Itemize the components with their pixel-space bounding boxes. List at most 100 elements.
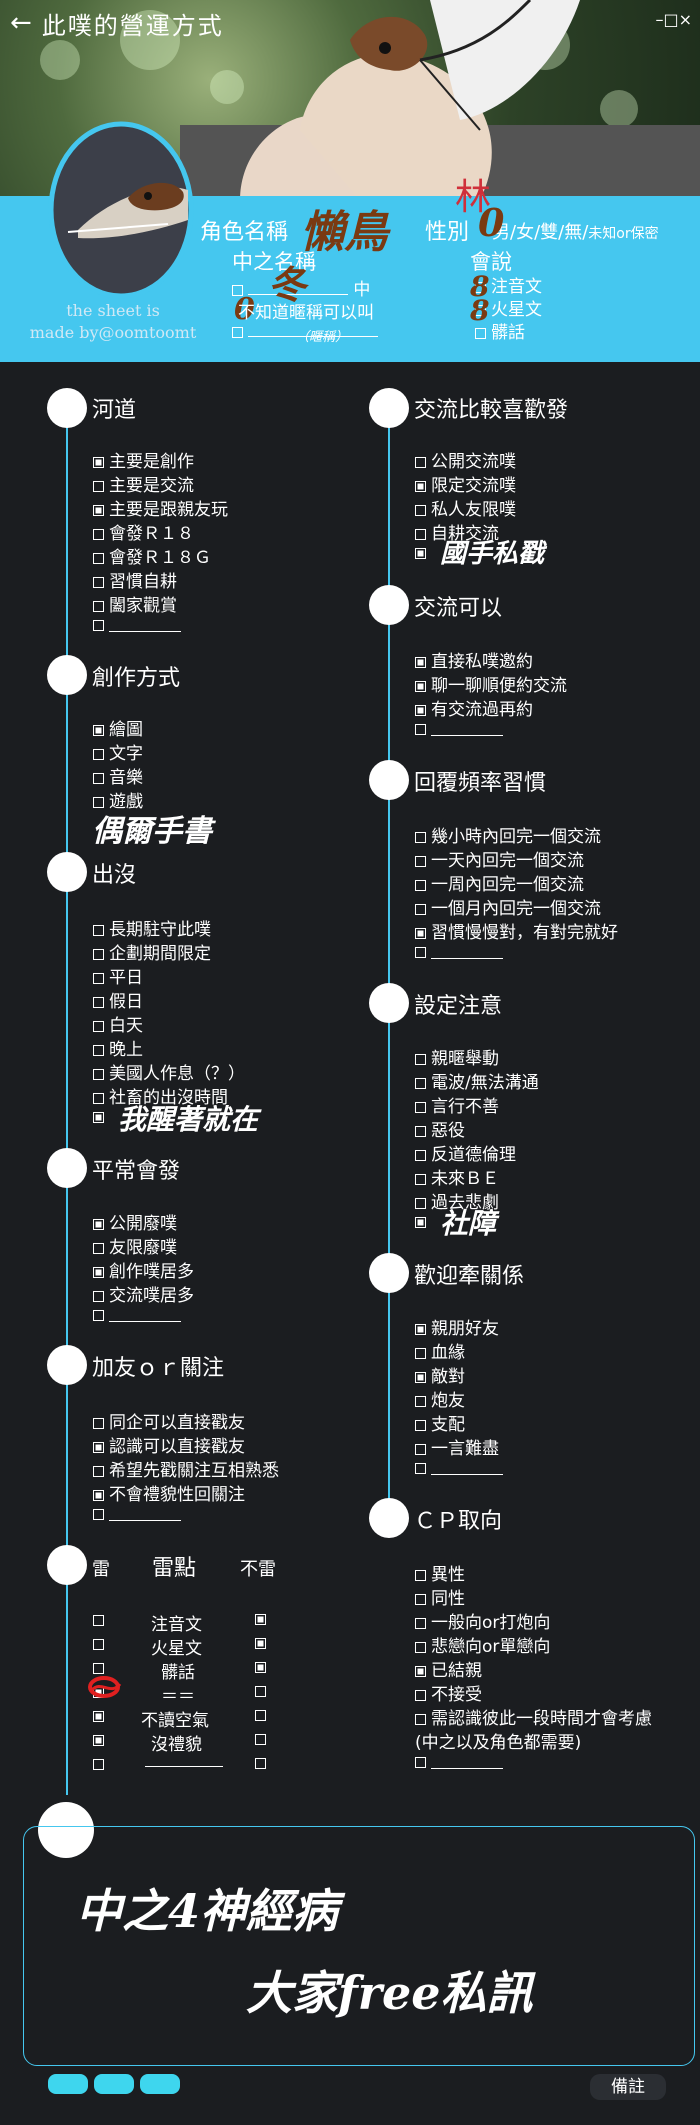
presence-handwritten: 我醒著就在: [118, 1103, 259, 1136]
presence-item[interactable]: 晚上: [93, 1035, 143, 1060]
setting-notes-item-blank[interactable]: [415, 1212, 431, 1232]
section-title-triggers: 雷: [92, 1559, 110, 1580]
cp-item[interactable]: 不接受: [415, 1680, 482, 1705]
presence-item[interactable]: 美國人作息（？）: [93, 1059, 245, 1084]
reply-item[interactable]: 一天內回完一個交流: [415, 846, 584, 871]
creation-item[interactable]: 音樂: [93, 763, 143, 788]
notes-box[interactable]: 中之4神經病 大家free私訊: [23, 1826, 695, 2066]
cp-item-blank[interactable]: [415, 1752, 503, 1772]
section-title-creation: 創作方式: [92, 666, 181, 691]
presence-item[interactable]: 平日: [93, 963, 143, 988]
relations-item[interactable]: 敵對: [415, 1362, 465, 1387]
reply-item-blank[interactable]: [415, 942, 503, 962]
speaks-list[interactable]: 注音文 火星文 髒話: [475, 276, 542, 345]
back-arrow-icon[interactable]: ←: [10, 8, 32, 38]
follow-item[interactable]: 不會禮貌性回關注: [93, 1480, 245, 1505]
page-indicator[interactable]: [94, 2074, 134, 2094]
remark-button[interactable]: 備註: [590, 2074, 666, 2100]
section-dot: [47, 852, 87, 892]
presence-item[interactable]: 企劃期間限定: [93, 939, 211, 964]
presence-item[interactable]: 假日: [93, 987, 143, 1012]
notes-dot: [38, 1802, 94, 1858]
rivers-item-blank[interactable]: [93, 615, 181, 635]
creation-item[interactable]: 繪圖: [93, 715, 143, 740]
exchange-pref-item[interactable]: 私人友限噗: [415, 495, 516, 520]
exchange-pref-item-blank[interactable]: [415, 543, 431, 563]
cp-item[interactable]: 悲戀向or單戀向: [415, 1632, 550, 1657]
presence-item[interactable]: 社畜的出沒時間: [93, 1083, 228, 1108]
setting-notes-item[interactable]: 惡役: [415, 1116, 465, 1141]
reply-item[interactable]: 一周內回完一個交流: [415, 870, 584, 895]
usual-posts-item-blank[interactable]: [93, 1305, 181, 1325]
rivers-item[interactable]: 會發Ｒ１８: [93, 519, 194, 544]
cp-item[interactable]: 已結親: [415, 1656, 482, 1681]
nickname-mark: 0: [234, 292, 255, 327]
avatar: [48, 121, 194, 299]
setting-notes-item[interactable]: 親暱舉動: [415, 1044, 499, 1069]
reply-item[interactable]: 習慣慢慢對，有對完就好: [415, 918, 618, 943]
exchange-pref-item[interactable]: 公開交流噗: [415, 447, 516, 472]
nickname-input-row[interactable]: 中: [232, 275, 370, 300]
trigger-row-blank[interactable]: [93, 1754, 273, 1774]
trigger-row[interactable]: 沒禮貌: [93, 1730, 273, 1755]
exchange-pref-item[interactable]: 自耕交流: [415, 519, 499, 544]
section-dot: [369, 1498, 409, 1538]
usual-posts-item[interactable]: 公開廢噗: [93, 1209, 177, 1234]
exchange-ok-item[interactable]: 直接私噗邀約: [415, 647, 533, 672]
creation-item[interactable]: 遊戲: [93, 787, 143, 812]
sparrow-illustration: [180, 0, 700, 200]
setting-notes-item[interactable]: 未來ＢＥ: [415, 1164, 499, 1189]
setting-notes-item[interactable]: 過去悲劇: [415, 1188, 499, 1213]
exchange-ok-item[interactable]: 有交流過再約: [415, 695, 533, 720]
rivers-item[interactable]: 主要是跟親友玩: [93, 495, 228, 520]
speaks-mark-1: 8: [470, 270, 490, 303]
relations-item[interactable]: 支配: [415, 1410, 465, 1435]
exchange-ok-item-blank[interactable]: [415, 719, 503, 739]
usual-posts-item[interactable]: 交流噗居多: [93, 1281, 194, 1306]
rivers-item[interactable]: 闔家觀賞: [93, 591, 177, 616]
follow-item[interactable]: 同企可以直接戳友: [93, 1408, 245, 1433]
presence-item[interactable]: 長期駐守此噗: [93, 915, 211, 940]
follow-item[interactable]: 希望先戳關注互相熟悉: [93, 1456, 279, 1481]
cp-item[interactable]: 異性: [415, 1560, 465, 1585]
trigger-row[interactable]: 注音文: [93, 1610, 273, 1635]
rivers-item[interactable]: 習慣自耕: [93, 567, 177, 592]
follow-item[interactable]: 認識可以直接戳友: [93, 1432, 245, 1457]
presence-item-blank[interactable]: [93, 1107, 109, 1127]
relations-item[interactable]: 一言難盡: [415, 1434, 499, 1459]
page-indicator[interactable]: [48, 2074, 88, 2094]
setting-notes-item[interactable]: 電波/無法溝通: [415, 1068, 539, 1093]
cp-item[interactable]: 一般向or打炮向: [415, 1608, 550, 1633]
usual-posts-item[interactable]: 創作噗居多: [93, 1257, 194, 1282]
relations-item[interactable]: 血緣: [415, 1338, 465, 1363]
setting-notes-item[interactable]: 反道德倫理: [415, 1140, 516, 1165]
exchange-pref-handwritten: 國手私戳: [440, 539, 545, 569]
window-controls[interactable]: –□×: [655, 10, 692, 29]
nickname-option-unknown[interactable]: 不知道暱稱可以叫: [238, 303, 374, 323]
follow-item-blank[interactable]: [93, 1504, 181, 1524]
creation-item[interactable]: 文字: [93, 739, 143, 764]
relations-item-blank[interactable]: [415, 1458, 503, 1478]
cp-item[interactable]: 需認識彼此一段時間才會考慮: [415, 1704, 652, 1729]
rivers-item[interactable]: 主要是交流: [93, 471, 194, 496]
page-indicator[interactable]: [140, 2074, 180, 2094]
trigger-row[interactable]: 火星文: [93, 1634, 273, 1659]
section-dot: [47, 1345, 87, 1385]
presence-item[interactable]: 白天: [93, 1011, 143, 1036]
gender-options[interactable]: 男/女/雙/無/未知or保密: [492, 222, 659, 243]
rivers-item[interactable]: 會發Ｒ１８Ｇ: [93, 543, 211, 568]
role-name-stamp: 林: [455, 177, 492, 218]
exchange-pref-item[interactable]: 限定交流噗: [415, 471, 516, 496]
cp-item[interactable]: 同性: [415, 1584, 465, 1609]
reply-item[interactable]: 幾小時內回完一個交流: [415, 822, 601, 847]
nickname-option-blank[interactable]: [232, 322, 378, 342]
reply-item[interactable]: 一個月內回完一個交流: [415, 894, 601, 919]
relations-item[interactable]: 炮友: [415, 1386, 465, 1411]
exchange-ok-item[interactable]: 聊一聊順便約交流: [415, 671, 567, 696]
usual-posts-item[interactable]: 友限廢噗: [93, 1233, 177, 1258]
trigger-row[interactable]: 不讀空氣: [93, 1706, 273, 1731]
trigger-row[interactable]: 髒話: [93, 1658, 273, 1683]
setting-notes-item[interactable]: 言行不善: [415, 1092, 499, 1117]
rivers-item[interactable]: 主要是創作: [93, 447, 194, 472]
relations-item[interactable]: 親朋好友: [415, 1314, 499, 1339]
